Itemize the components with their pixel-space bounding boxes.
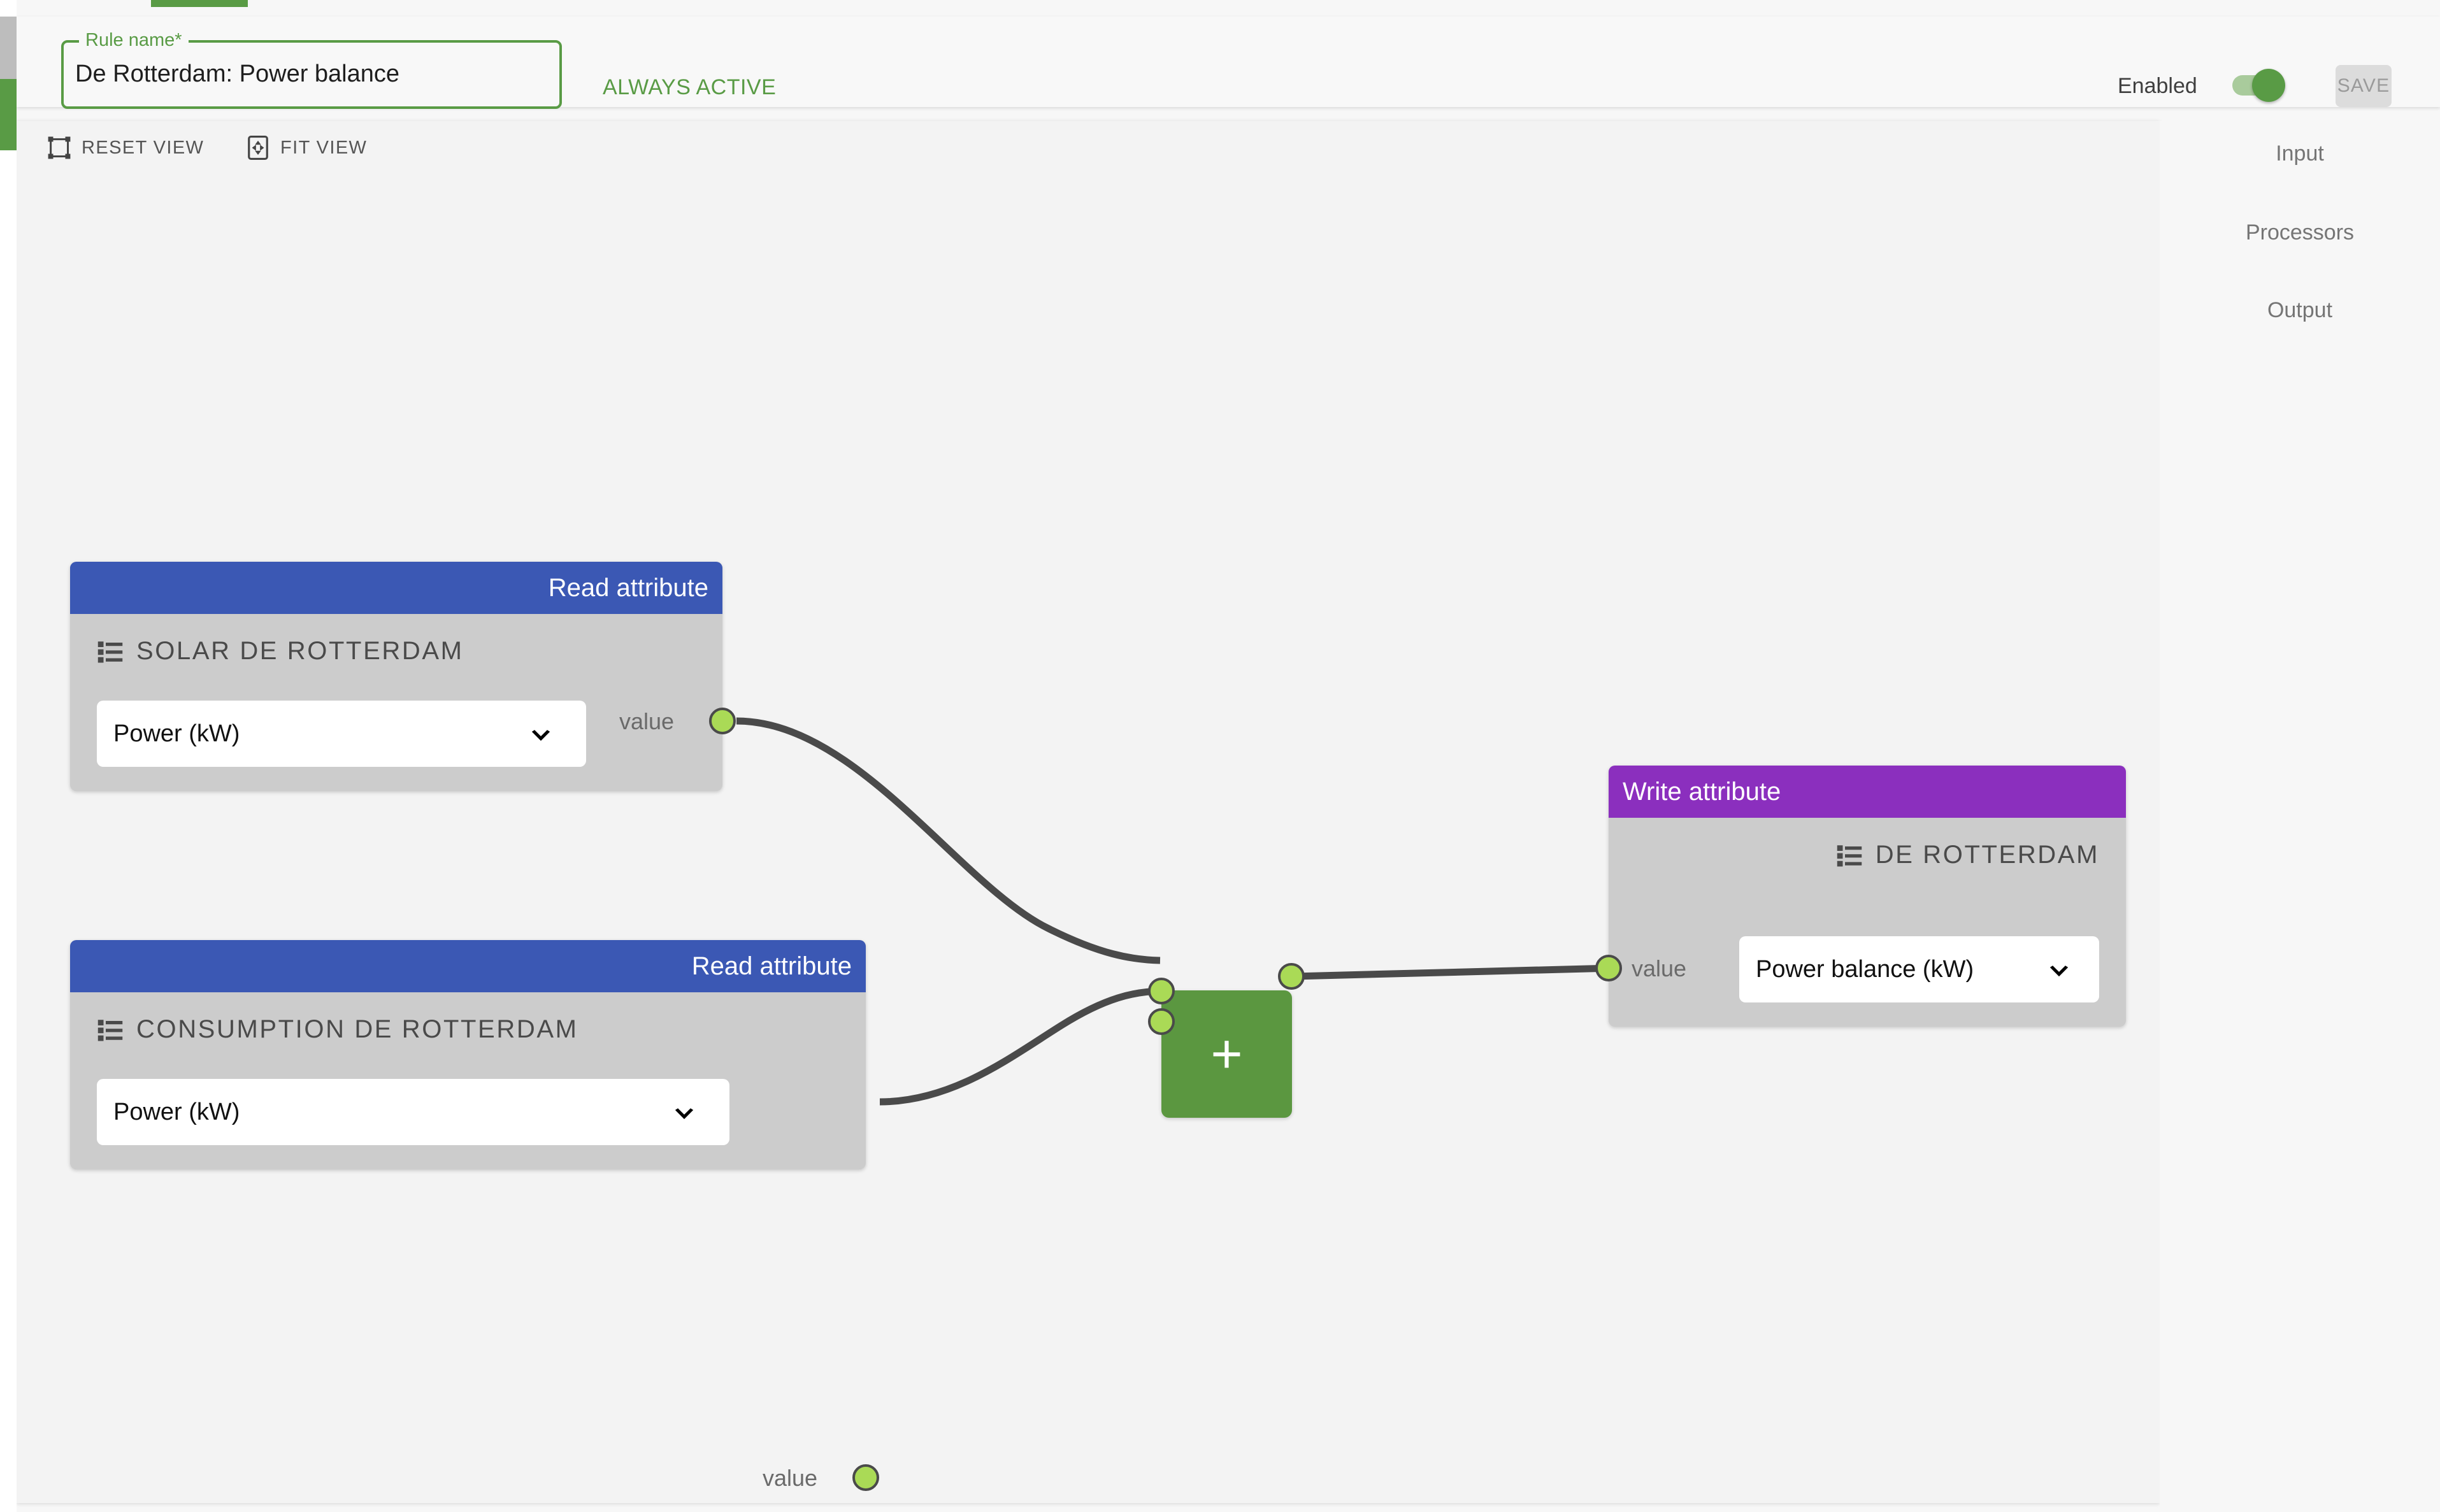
node-header-read: Read attribute [70, 940, 866, 992]
palette-section-output[interactable]: Output [2267, 298, 2333, 322]
node-read-consumption[interactable]: Read attribute CONSUMPTION DE ROTTERDAM … [70, 940, 879, 1491]
edge-consumption-to-processor [879, 987, 1161, 1106]
node-body: DE ROTTERDAM Power balance (kW) [1609, 818, 2126, 1002]
rule-name-legend: Rule name* [79, 30, 189, 50]
node-read-solar[interactable]: Read attribute SOLAR DE ROTTERDAM Power … [70, 562, 736, 791]
list-icon [97, 641, 123, 662]
attribute-select-write[interactable]: Power balance (kW) [1739, 936, 2099, 1002]
port-label-value: value [763, 1465, 818, 1491]
port-input-2[interactable] [1148, 1008, 1175, 1035]
list-icon [1837, 845, 1862, 866]
reset-view-label: RESET VIEW [82, 137, 205, 158]
canvas-toolbar: RESET VIEW FIT VIEW [17, 121, 2160, 171]
node-write-rotterdam[interactable]: Write attribute DE ROTTERDAM Power balan… [1595, 766, 2126, 1027]
rule-header-bar: Rule name* ALWAYS ACTIVE Enabled SAVE [17, 17, 2440, 109]
rule-name-outline [61, 40, 562, 109]
asset-name: CONSUMPTION DE ROTTERDAM [136, 1015, 578, 1043]
asset-name: SOLAR DE ROTTERDAM [136, 637, 464, 665]
node-header-label: Write attribute [1623, 777, 1781, 806]
port-input-1[interactable] [1148, 978, 1175, 1004]
enabled-label: Enabled [2118, 74, 2197, 98]
rail-segment-gray [0, 17, 17, 79]
edge-processor-to-write [1293, 964, 1613, 980]
toggle-knob [2252, 69, 2285, 102]
port-output[interactable] [1278, 963, 1305, 990]
enabled-toggle[interactable] [2232, 69, 2285, 102]
active-tab-indicator [151, 0, 248, 7]
node-body: SOLAR DE ROTTERDAM Power (kW) [70, 614, 722, 767]
port-output-value[interactable] [709, 708, 736, 734]
node-header-write: Write attribute [1609, 766, 2126, 818]
port-label-value: value [619, 708, 675, 734]
palette-section-processors[interactable]: Processors [2245, 220, 2355, 245]
fit-view-button[interactable]: FIT VIEW [246, 135, 367, 160]
rail-segment-green [0, 79, 17, 150]
fit-view-label: FIT VIEW [280, 137, 368, 158]
left-nav-rail[interactable] [0, 0, 17, 1512]
rule-name-field[interactable]: Rule name* [61, 30, 562, 109]
palette-section-input[interactable]: Input [2276, 141, 2324, 166]
rule-name-input[interactable] [75, 53, 547, 95]
crop-frame-icon [48, 136, 71, 159]
processor-symbol: + [1210, 1023, 1243, 1085]
asset-name: DE ROTTERDAM [1875, 841, 2099, 869]
node-processor-add[interactable]: + [1148, 963, 1305, 1118]
asset-row: DE ROTTERDAM [1609, 818, 2126, 869]
port-label-value: value [1632, 955, 1687, 981]
port-output-value[interactable] [852, 1464, 879, 1491]
edge-solar-to-processor [736, 717, 1161, 964]
list-icon [97, 1019, 123, 1041]
attribute-select-consumption[interactable]: Power (kW) [97, 1079, 729, 1145]
node-header-read: Read attribute [70, 562, 722, 614]
node-header-label: Read attribute [691, 952, 852, 980]
node-header-label: Read attribute [548, 573, 708, 602]
node-palette: Input Processors Output [2160, 121, 2440, 1512]
port-input-value[interactable] [1595, 955, 1622, 981]
asset-row: SOLAR DE ROTTERDAM [70, 614, 722, 666]
reset-view-button[interactable]: RESET VIEW [47, 135, 204, 160]
attribute-select-solar[interactable]: Power (kW) [97, 701, 586, 767]
node-body: CONSUMPTION DE ROTTERDAM Power (kW) [70, 992, 866, 1145]
save-button[interactable]: SAVE [2336, 65, 2392, 107]
fit-arrows-icon [248, 136, 268, 160]
always-active-label: ALWAYS ACTIVE [603, 75, 777, 99]
asset-row: CONSUMPTION DE ROTTERDAM [70, 992, 866, 1044]
rule-flow-canvas[interactable]: RESET VIEW FIT VIEW Read attribute [17, 121, 2160, 1503]
